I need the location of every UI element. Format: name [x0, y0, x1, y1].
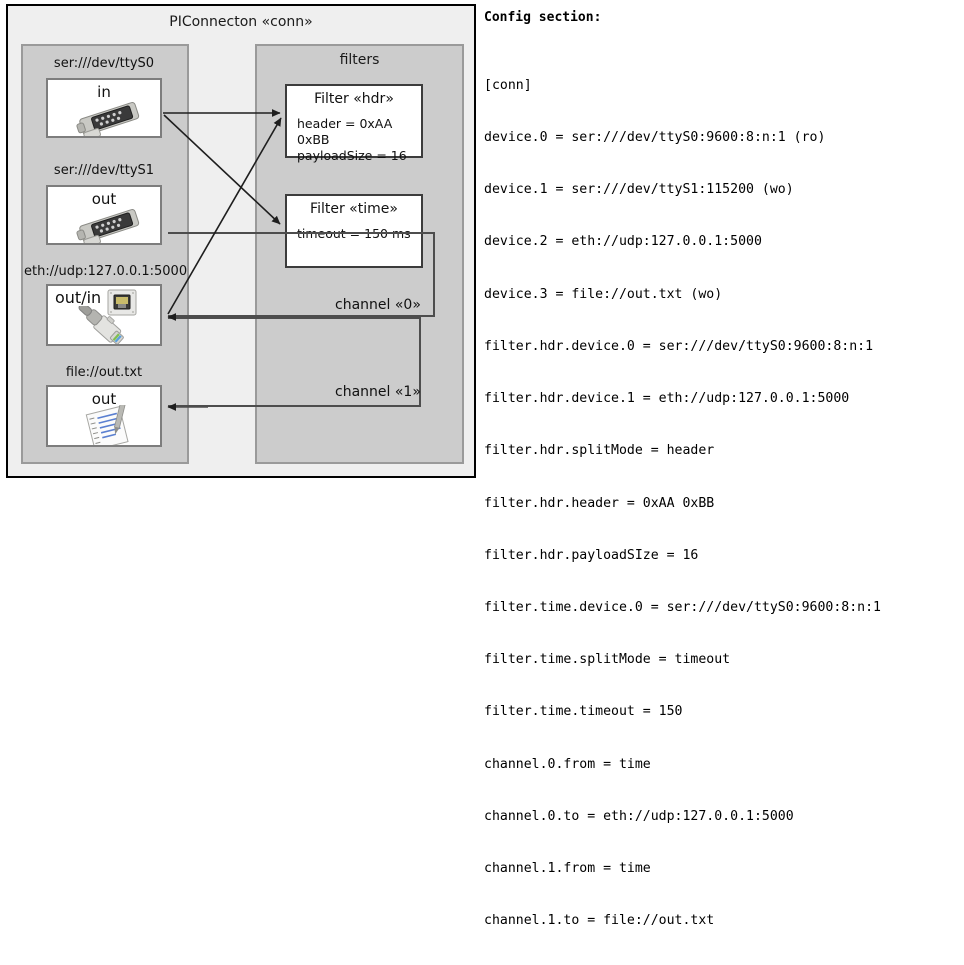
device-label-1: ser:///dev/ttyS1 — [53, 163, 155, 178]
device-box-0[interactable]: in — [46, 78, 162, 138]
config-line: filter.hdr.payloadSIze = 16 — [484, 547, 699, 563]
screenshot-root: PIConnecton «conn» filters ser:///dev/tt… — [6, 4, 960, 928]
filter-title-hdr: Filter «hdr» — [314, 91, 394, 107]
device-direction-1: out — [91, 190, 117, 208]
config-line: filter.time.device.0 = ser:///dev/ttyS0:… — [484, 600, 881, 615]
device-direction-3: out — [91, 390, 117, 408]
text-file-icon — [85, 405, 129, 445]
config-line: device.3 = file://out.txt (wo) — [484, 286, 723, 302]
serial-port-icon — [76, 102, 140, 136]
config-heading: Config section: — [484, 10, 602, 25]
config-line: channel.1.to = file://out.txt — [484, 913, 715, 929]
filters-panel-title: filters — [339, 52, 380, 68]
ethernet-jack-icon — [107, 289, 137, 316]
device-direction-0: in — [97, 83, 111, 101]
connector-diagram: PIConnecton «conn» filters ser:///dev/tt… — [6, 4, 476, 478]
config-line: [conn] — [484, 77, 532, 93]
filter-prop: payloadSize = 16 — [297, 148, 407, 163]
config-line: filter.hdr.header = 0xAA 0xBB — [484, 495, 715, 511]
config-line: device.1 = ser:///dev/ttyS1:115200 (wo) — [484, 182, 794, 198]
filter-box-time[interactable]: Filter «time» timeout = 150 ms — [285, 194, 423, 268]
config-line: channel.0.to = eth://udp:127.0.0.1:5000 — [484, 808, 794, 824]
device-label-0: ser:///dev/ttyS0 — [53, 56, 155, 71]
device-label-3: file://out.txt — [65, 365, 143, 380]
config-line: device.0 = ser:///dev/ttyS0:9600:8:n:1 (… — [484, 130, 826, 146]
config-line: channel.1.from = time — [484, 861, 651, 877]
config-line: channel.0.from = time — [484, 756, 651, 772]
diagram-title: PIConnecton «conn» — [169, 14, 313, 30]
device-label-2: eth://udp:127.0.0.1:5000 — [24, 264, 188, 279]
device-direction-2: out/in — [55, 288, 102, 307]
config-line: filter.hdr.device.0 = ser:///dev/ttyS0:9… — [484, 338, 874, 354]
config-line: filter.hdr.splitMode = header — [484, 443, 715, 459]
network-cable-icon — [78, 306, 124, 344]
config-line: filter.time.splitMode = timeout — [484, 652, 731, 668]
channel-route-1 — [168, 317, 421, 407]
config-line: device.2 = eth://udp:127.0.0.1:5000 — [484, 234, 762, 250]
device-box-3[interactable]: out — [46, 385, 162, 447]
filter-title-time: Filter «time» — [310, 201, 398, 217]
device-box-1[interactable]: out — [46, 185, 162, 245]
filter-box-hdr[interactable]: Filter «hdr» header = 0xAA 0xBB payloadS… — [285, 84, 423, 163]
config-lines: [conn] device.0 = ser:///dev/ttyS0:9600:… — [484, 42, 960, 965]
filter-prop: header = 0xAA 0xBB — [297, 116, 393, 147]
config-line: filter.time.timeout = 150 — [484, 704, 683, 720]
channel-label-0: channel «0» — [335, 297, 421, 313]
config-line: filter.hdr.device.1 = eth://udp:127.0.0.… — [484, 391, 850, 407]
filter-props-hdr: header = 0xAA 0xBB payloadSize = 16 — [297, 116, 421, 164]
channel-route-0 — [168, 232, 435, 317]
channel-label-1: channel «1» — [335, 384, 421, 400]
serial-port-icon — [76, 209, 140, 243]
config-section: Config section: [conn] device.0 = ser://… — [484, 6, 960, 928]
device-box-2[interactable]: out/in — [46, 284, 162, 346]
